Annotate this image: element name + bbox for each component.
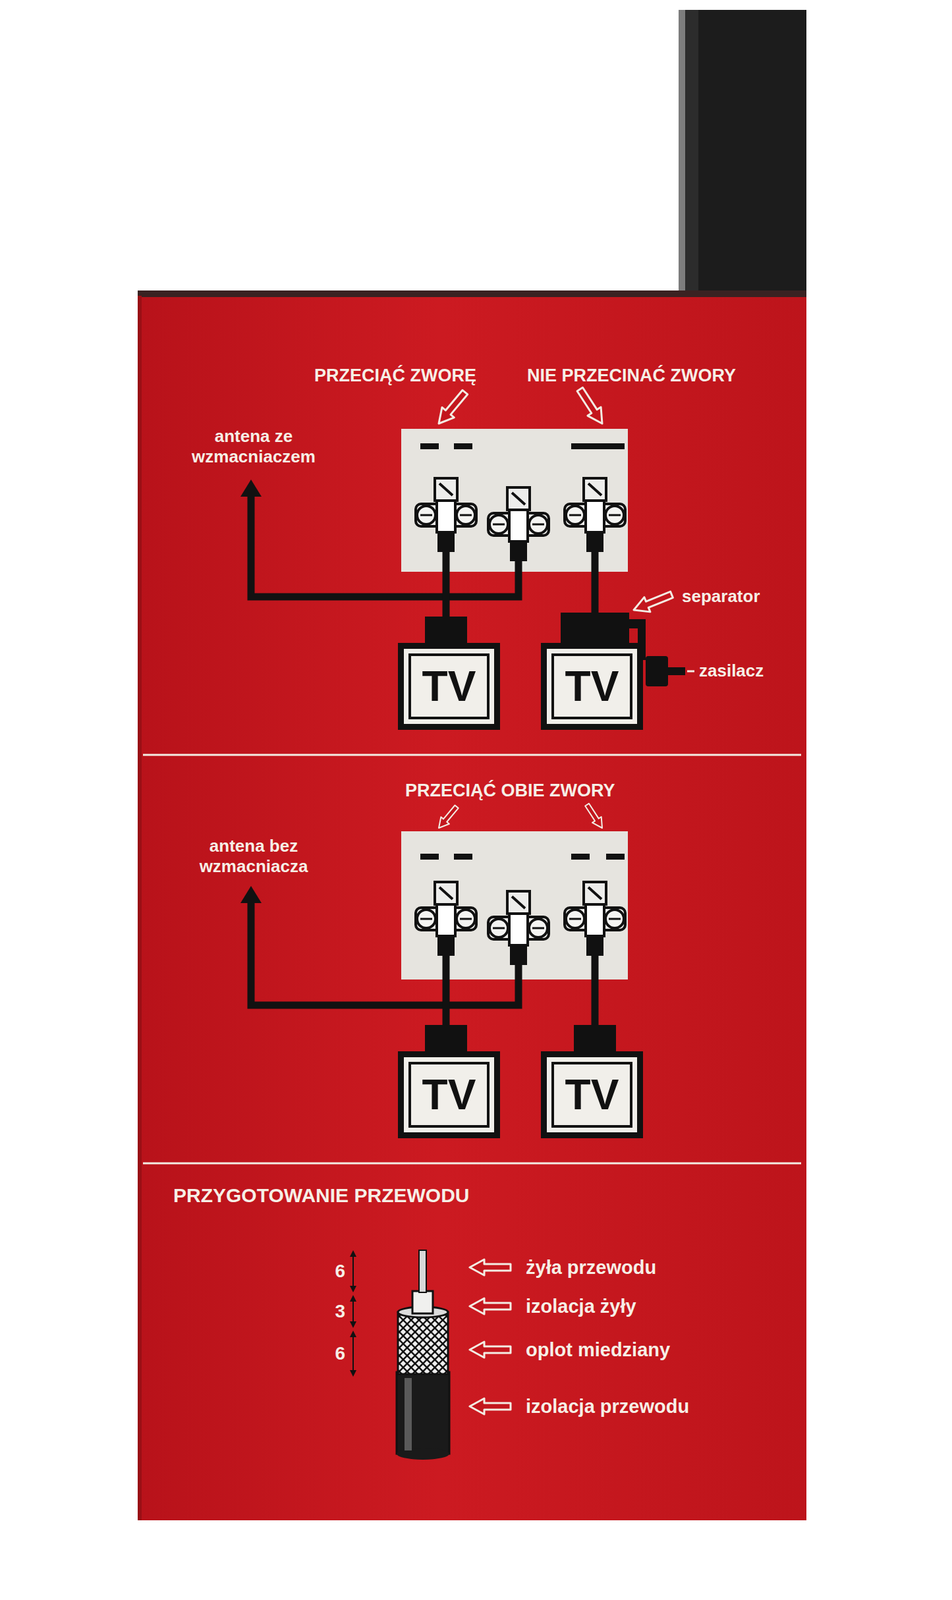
dimension-head xyxy=(349,1295,357,1302)
leader-line xyxy=(687,670,695,673)
terminal xyxy=(415,478,477,553)
part-label: izolacja żyły xyxy=(525,1295,637,1319)
antenna-label: antena ze wzmacniaczem xyxy=(158,426,350,468)
tv-label: TV xyxy=(403,1057,495,1133)
callout-label: PRZECIĄĆ OBIE ZWORY xyxy=(405,780,616,802)
tv-wire xyxy=(591,550,599,615)
terminal xyxy=(415,882,477,956)
part-label: żyła przewodu xyxy=(525,1256,657,1280)
jumper-cut xyxy=(453,853,473,860)
dimension-line xyxy=(352,1255,354,1288)
jumper-cut xyxy=(453,443,473,450)
part-label: zasilacz xyxy=(699,660,764,682)
dimension-line xyxy=(352,1300,354,1323)
tv-plug xyxy=(573,1025,616,1053)
callout-label: PRZECIĄĆ ZWORĘ xyxy=(314,364,477,387)
callout-arrow xyxy=(469,1298,511,1315)
dimension-head xyxy=(349,1370,357,1377)
flap xyxy=(678,9,807,296)
callout-label: NIE PRZECINAĆ ZWORY xyxy=(527,364,736,387)
jumper-cut xyxy=(606,853,625,860)
dimension-head xyxy=(349,1321,357,1329)
power-plug-pin xyxy=(668,667,686,676)
box-flap xyxy=(678,9,807,296)
callout-arrow xyxy=(582,801,607,831)
callout-arrow xyxy=(469,1398,511,1415)
antenna-wire xyxy=(251,900,519,1006)
callout-arrow xyxy=(432,387,472,429)
antenna-arrowhead xyxy=(240,886,262,904)
dimension-line xyxy=(352,1336,354,1372)
divider xyxy=(142,754,802,757)
panel-top-edge xyxy=(137,290,807,298)
dimension-head xyxy=(349,1286,357,1293)
jumper-intact xyxy=(571,443,625,450)
terminal xyxy=(564,882,626,956)
callout-arrow xyxy=(469,1259,511,1276)
tv-wire xyxy=(442,954,450,1027)
dimension-arrows xyxy=(349,1250,357,1377)
separator-body xyxy=(560,612,630,645)
tv-set: TV xyxy=(397,1051,501,1139)
terminal xyxy=(564,478,626,553)
part-label: separator xyxy=(681,586,761,607)
tv-label: TV xyxy=(546,1057,638,1133)
flap-edge xyxy=(678,9,686,296)
dimension-number: 6 xyxy=(334,1260,346,1283)
tv-label: TV xyxy=(546,648,638,725)
tv-wire xyxy=(591,954,599,1027)
power-plug xyxy=(645,656,669,687)
splitter-housing xyxy=(401,428,628,572)
dimension-head xyxy=(349,1250,357,1258)
tv-plug xyxy=(424,616,468,645)
callout-arrow xyxy=(631,587,675,618)
tv-set: TV xyxy=(540,643,644,730)
jacket-highlight xyxy=(404,1378,412,1451)
section-heading: PRZYGOTOWANIE PRZEWODU xyxy=(173,1183,470,1208)
tv-label: TV xyxy=(403,648,495,725)
panel-left-edge xyxy=(137,295,142,1521)
tv-wire xyxy=(442,550,450,618)
wires xyxy=(251,494,595,618)
tv-set: TV xyxy=(540,1051,644,1139)
jumper-cut xyxy=(420,443,439,450)
callout-arrow xyxy=(469,1342,511,1358)
dimension-number: 3 xyxy=(334,1300,346,1323)
cable-jacket xyxy=(396,1372,450,1455)
terminal xyxy=(488,487,549,562)
part-label: izolacja przewodu xyxy=(525,1395,690,1419)
divider xyxy=(142,1162,802,1165)
coax-cable xyxy=(396,1250,450,1460)
wires xyxy=(251,900,595,1027)
antenna-arrowhead xyxy=(240,479,262,497)
flap-inner xyxy=(698,9,807,296)
core-insulation xyxy=(412,1291,433,1314)
dimension-head xyxy=(349,1330,357,1338)
callout-arrow xyxy=(573,384,609,428)
splitter-with-amplifier xyxy=(401,428,628,572)
tv-plug xyxy=(424,1025,468,1053)
part-label: oplot miedziany xyxy=(525,1338,671,1362)
copper-braid xyxy=(397,1312,448,1375)
jumper-cut xyxy=(571,853,590,860)
callout-arrow xyxy=(434,803,462,832)
red-panel xyxy=(137,295,807,1521)
antenna-wire xyxy=(251,494,519,597)
dimension-number: 6 xyxy=(334,1342,346,1366)
core-wire xyxy=(419,1250,427,1293)
tv-set: TV xyxy=(397,643,501,730)
jumper-cut xyxy=(420,853,439,860)
antenna-label: antena bez wzmacniacza xyxy=(158,836,350,877)
terminal xyxy=(488,891,549,966)
